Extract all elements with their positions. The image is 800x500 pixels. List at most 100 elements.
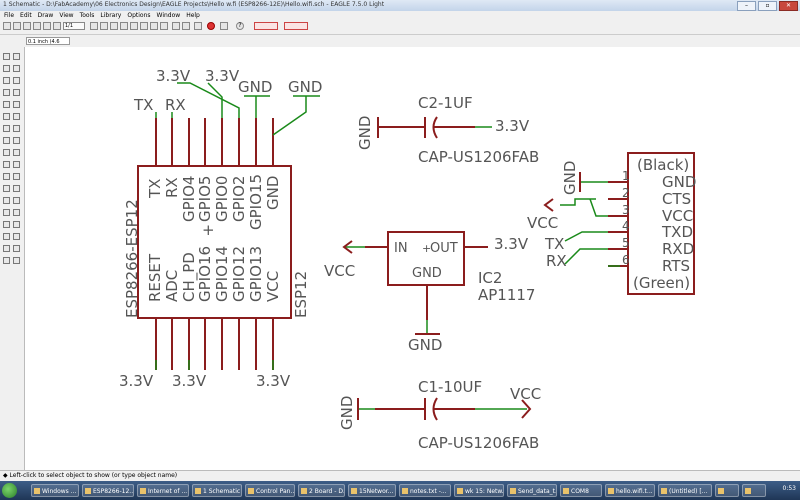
taskbar-item[interactable]: Internet of ... bbox=[137, 484, 189, 497]
esp-name: ESP8266-ESP12 bbox=[123, 199, 141, 318]
schematic-drawing[interactable]: TX RX GPIO4 GPIO5 GPIO0 GPIO2 GPIO15 GND… bbox=[25, 47, 800, 470]
taskbar-item[interactable]: wk 15: Netw... bbox=[454, 484, 504, 497]
schematic-canvas[interactable]: TX RX GPIO4 GPIO5 GPIO0 GPIO2 GPIO15 GND… bbox=[25, 47, 800, 470]
esp-body bbox=[137, 165, 292, 319]
library-icon[interactable] bbox=[53, 22, 61, 30]
stop-icon[interactable] bbox=[207, 22, 215, 30]
taskbar-item[interactable]: (Untitled) [... bbox=[658, 484, 712, 497]
menu-library[interactable]: Library bbox=[100, 12, 122, 19]
ftdi-header[interactable]: (Black) (Green) GND CTS VCC TXD RXD RTS … bbox=[608, 152, 696, 295]
menu-window[interactable]: Window bbox=[156, 12, 181, 19]
zoom-area-icon[interactable] bbox=[150, 22, 158, 30]
attribute-icon[interactable] bbox=[13, 245, 20, 252]
capacitor-c1[interactable]: GND C1-10UF CAP-US1206FAB VCC bbox=[338, 378, 541, 452]
mirror-icon[interactable] bbox=[3, 89, 10, 96]
pinswap-icon[interactable] bbox=[3, 137, 10, 144]
taskbar-item[interactable]: Windows ... bbox=[31, 484, 79, 497]
start-button[interactable] bbox=[2, 483, 17, 498]
mark-icon[interactable] bbox=[13, 65, 20, 72]
capacitor-c2[interactable]: GND C2-1UF CAP-US1206FAB 3.3V bbox=[356, 94, 539, 166]
delete-icon[interactable] bbox=[3, 125, 10, 132]
menu-edit[interactable]: Edit bbox=[20, 12, 32, 19]
taskbar-item[interactable]: Send_data_t... bbox=[507, 484, 557, 497]
taskbar-item[interactable]: Control Pan... bbox=[245, 484, 295, 497]
cut-icon[interactable] bbox=[3, 113, 10, 120]
zoom-all-icon[interactable] bbox=[160, 22, 168, 30]
taskbar-item[interactable]: COM8 bbox=[560, 484, 602, 497]
print-icon[interactable] bbox=[23, 22, 31, 30]
circle-icon[interactable] bbox=[13, 197, 20, 204]
value-icon[interactable] bbox=[3, 161, 10, 168]
redo-icon[interactable] bbox=[182, 22, 190, 30]
drc-icon[interactable] bbox=[284, 22, 308, 30]
pin-label-gpio12: GPIO12 bbox=[230, 246, 248, 302]
add-icon[interactable] bbox=[13, 125, 20, 132]
label-icon[interactable] bbox=[3, 245, 10, 252]
rect-icon[interactable] bbox=[13, 209, 20, 216]
smash-icon[interactable] bbox=[13, 161, 20, 168]
rotate-icon[interactable] bbox=[13, 89, 20, 96]
menu-draw[interactable]: Draw bbox=[37, 12, 54, 19]
close-button[interactable]: ✕ bbox=[779, 1, 798, 11]
show-icon[interactable] bbox=[13, 53, 20, 60]
open-icon[interactable] bbox=[3, 22, 11, 30]
arc-icon[interactable] bbox=[3, 209, 10, 216]
replace-icon[interactable] bbox=[3, 149, 10, 156]
menu-help[interactable]: Help bbox=[186, 12, 200, 19]
change-icon[interactable] bbox=[13, 101, 20, 108]
taskbar-item[interactable]: ESP8266-12... bbox=[82, 484, 134, 497]
esp8266-part[interactable]: TX RX GPIO4 GPIO5 GPIO0 GPIO2 GPIO15 GND… bbox=[123, 118, 310, 370]
gateswap-icon[interactable] bbox=[13, 137, 20, 144]
save-icon[interactable] bbox=[13, 22, 21, 30]
display-icon[interactable] bbox=[3, 65, 10, 72]
taskbar-item[interactable] bbox=[715, 484, 739, 497]
net-icon[interactable] bbox=[3, 233, 10, 240]
menu-view[interactable]: View bbox=[59, 12, 74, 19]
paste-icon[interactable] bbox=[13, 113, 20, 120]
polygon-icon[interactable] bbox=[3, 221, 10, 228]
erc-tool-icon[interactable] bbox=[3, 257, 10, 264]
invoke-icon[interactable] bbox=[3, 185, 10, 192]
cam-icon[interactable] bbox=[33, 22, 41, 30]
taskbar-item[interactable]: notes.txt -... bbox=[399, 484, 451, 497]
taskbar-item[interactable]: 2 Board - D... bbox=[298, 484, 345, 497]
zoom-in-icon[interactable] bbox=[100, 22, 108, 30]
board-icon[interactable] bbox=[43, 22, 51, 30]
zoom-out-icon[interactable] bbox=[110, 22, 118, 30]
regulator-ic2[interactable]: IN OUT GND + IC2 AP1117 3.3V GND bbox=[342, 231, 535, 354]
taskbar-item[interactable]: 15Networ... bbox=[348, 484, 396, 497]
name-icon[interactable] bbox=[13, 149, 20, 156]
wire-icon[interactable] bbox=[13, 185, 20, 192]
text-icon[interactable] bbox=[3, 197, 10, 204]
menu-file[interactable]: File bbox=[4, 12, 15, 19]
c2-name: C2-1UF bbox=[418, 94, 473, 112]
menu-options[interactable]: Options bbox=[127, 12, 151, 19]
zoom-select-icon[interactable] bbox=[130, 22, 138, 30]
undo-icon[interactable] bbox=[172, 22, 180, 30]
taskbar-item[interactable]: 1 Schematic ... bbox=[192, 484, 242, 497]
zoom-last-icon[interactable] bbox=[140, 22, 148, 30]
sheet-select[interactable]: 1/1 bbox=[63, 22, 85, 30]
errors-icon[interactable] bbox=[13, 257, 20, 264]
junction-icon[interactable] bbox=[13, 233, 20, 240]
redraw-icon[interactable] bbox=[120, 22, 128, 30]
split-icon[interactable] bbox=[13, 173, 20, 180]
miter-icon[interactable] bbox=[3, 173, 10, 180]
menu-tools[interactable]: Tools bbox=[79, 12, 95, 19]
ftdi-pin-num-2: 2 bbox=[622, 186, 630, 200]
taskbar-item[interactable]: hello.wifi.t... bbox=[605, 484, 655, 497]
pin-label-gpio4: GPIO4 bbox=[180, 176, 198, 222]
maximize-button[interactable]: ▫ bbox=[758, 1, 777, 11]
help-icon[interactable]: ? bbox=[236, 22, 244, 30]
info-icon[interactable] bbox=[3, 53, 10, 60]
zoom-fit-icon[interactable] bbox=[90, 22, 98, 30]
group-icon[interactable] bbox=[3, 101, 10, 108]
pan-icon[interactable] bbox=[194, 22, 202, 30]
copy-icon[interactable] bbox=[13, 77, 20, 84]
taskbar-item[interactable] bbox=[742, 484, 766, 497]
minimize-button[interactable]: – bbox=[737, 1, 756, 11]
go-icon[interactable] bbox=[220, 22, 228, 30]
bus-icon[interactable] bbox=[13, 221, 20, 228]
move-icon[interactable] bbox=[3, 77, 10, 84]
erc-icon[interactable] bbox=[254, 22, 278, 30]
